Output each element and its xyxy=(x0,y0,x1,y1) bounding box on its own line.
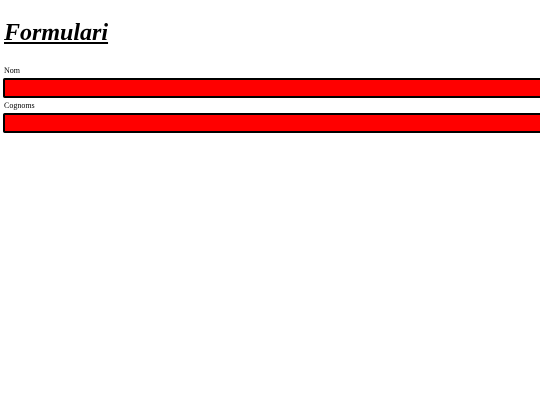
page-title: Formulari xyxy=(4,20,109,46)
cognoms-input[interactable] xyxy=(3,113,540,133)
nom-label: Nom xyxy=(4,66,20,75)
nom-input[interactable] xyxy=(3,78,540,98)
cognoms-label: Cognoms xyxy=(4,101,35,110)
